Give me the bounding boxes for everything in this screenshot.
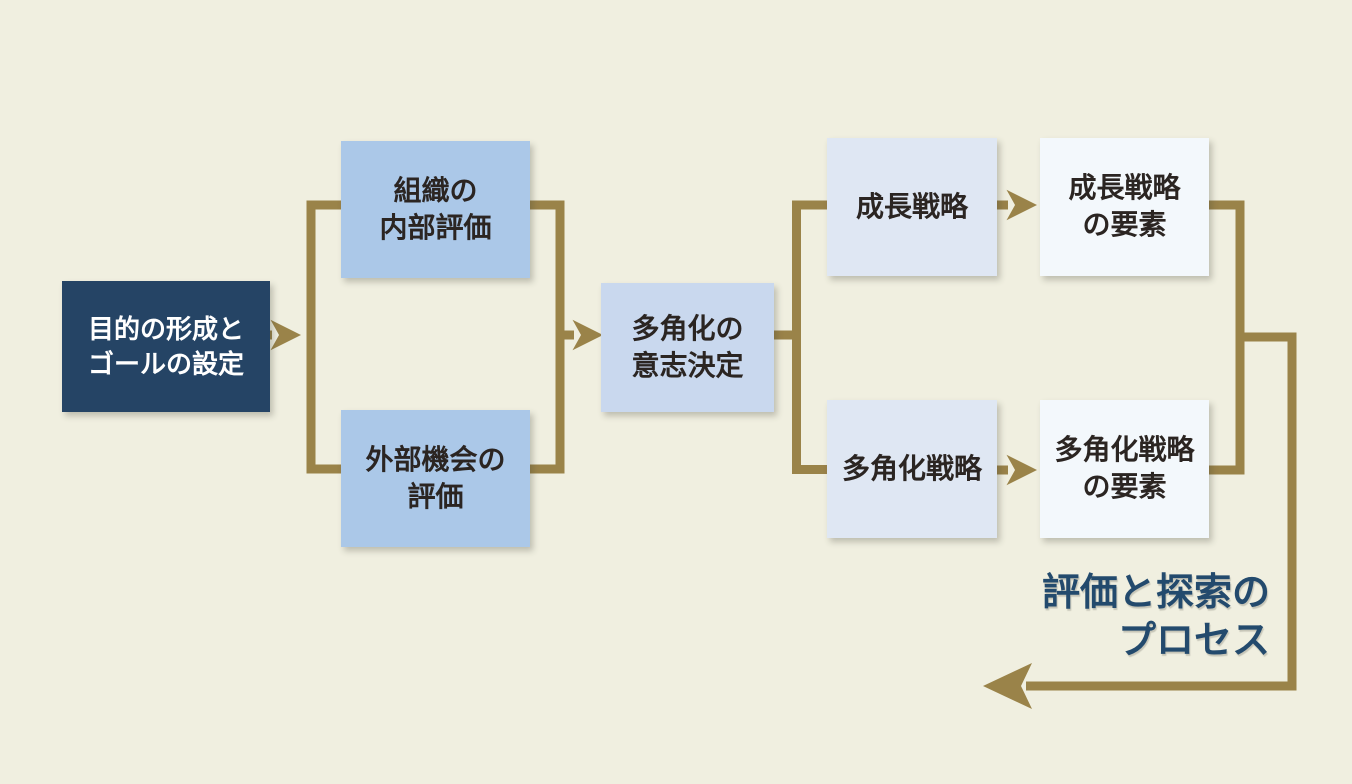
split-bracket-strategies [792, 200, 828, 474]
node-diversification-decision: 多角化の 意志決定 [601, 283, 774, 412]
node-external-opportunity: 外部機会の 評価 [341, 410, 530, 547]
feedback-arrowhead [983, 663, 1032, 709]
merge-bracket-elements [1209, 200, 1245, 475]
node-growth-strategy: 成長戦略 [827, 138, 997, 276]
node-growth-strategy-elements: 成長戦略 の要素 [1040, 138, 1209, 276]
caption-evaluation-search-process: 評価と探索の プロセス [1041, 572, 1270, 662]
feedback-loop-line [1026, 332, 1297, 691]
node-internal-assessment: 組織の 内部評価 [341, 141, 530, 278]
node-diversification-strategy: 多角化戦略 [827, 400, 997, 538]
node-goal-setting: 目的の形成と ゴールの設定 [62, 281, 270, 412]
node-diversification-strategy-elements: 多角化戦略 の要素 [1040, 400, 1209, 538]
